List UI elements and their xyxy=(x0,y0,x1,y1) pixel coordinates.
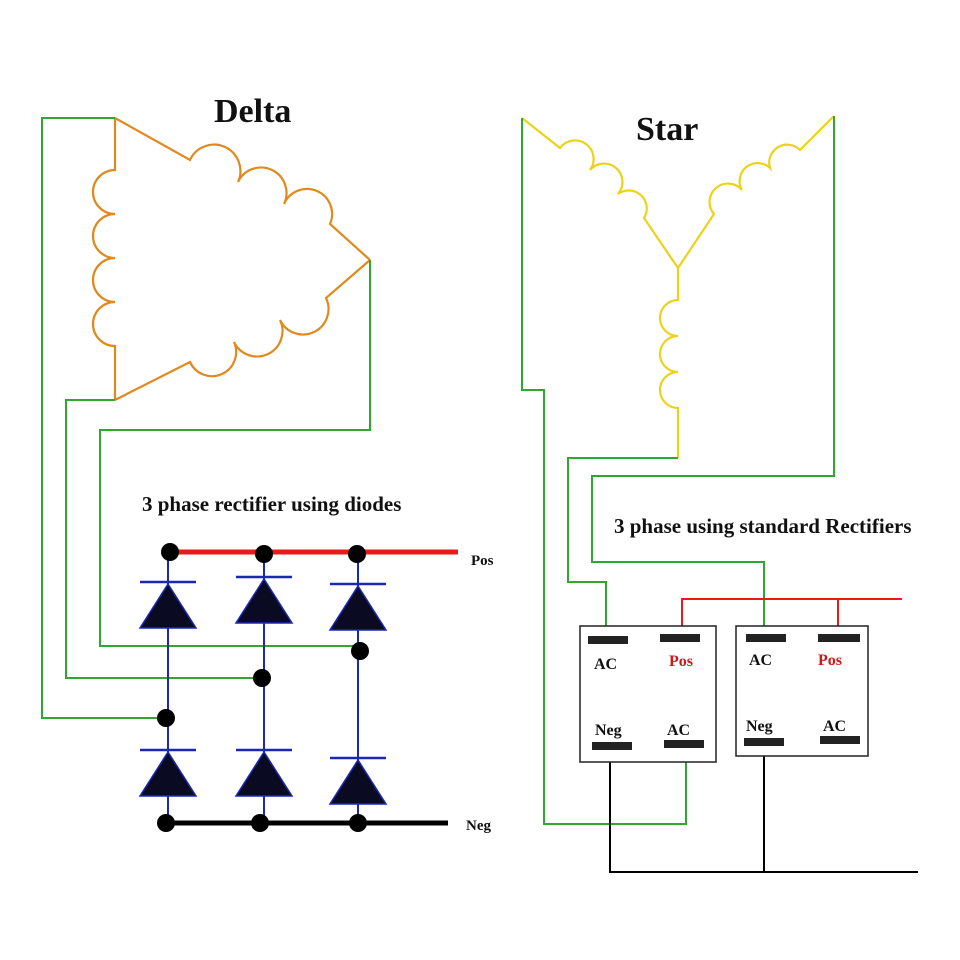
diode-top-2 xyxy=(234,575,294,624)
junction-pos-2 xyxy=(255,545,273,563)
delta-winding xyxy=(91,117,371,401)
delta-left-coil xyxy=(91,118,117,400)
diode-bottom-1 xyxy=(138,748,198,797)
delta-rectifier-caption: 3 phase rectifier using diodes xyxy=(142,492,401,516)
rect1-neg: Neg xyxy=(595,722,622,739)
rect1-ac-bottom: AC xyxy=(667,722,690,739)
delta-bottom-coil xyxy=(114,259,371,401)
rect1-ac-top: AC xyxy=(594,656,617,673)
junction-neg-1 xyxy=(157,814,175,832)
junction-pos-1 xyxy=(161,543,179,561)
rect2-pos: Pos xyxy=(818,652,842,669)
junction-ac-c xyxy=(351,642,369,660)
rect2-neg: Neg xyxy=(746,718,773,735)
star-wire-b xyxy=(567,457,678,636)
star-wire-a xyxy=(521,118,687,825)
rect2-ac-top: AC xyxy=(749,652,772,669)
star-title: Star xyxy=(636,111,698,148)
star-rectifier-caption: 3 phase using standard Rectifiers xyxy=(614,514,912,538)
diode-bridge xyxy=(138,543,458,832)
bridge-neg-label: Neg xyxy=(466,818,491,834)
diode-bottom-2 xyxy=(234,748,294,797)
star-bottom-coil xyxy=(658,268,680,458)
delta-wire-b xyxy=(65,399,262,679)
delta-wire-a xyxy=(41,117,166,719)
delta-title: Delta xyxy=(214,93,291,130)
diode-top-3 xyxy=(328,582,388,631)
diode-bottom-3 xyxy=(328,756,388,805)
junction-neg-2 xyxy=(251,814,269,832)
star-right-coil xyxy=(677,115,835,269)
junction-pos-3 xyxy=(348,545,366,563)
delta-wire-c xyxy=(99,260,371,647)
rect1-pos: Pos xyxy=(669,653,693,670)
junction-ac-a xyxy=(157,709,175,727)
star-neg-wires xyxy=(609,742,918,873)
star-wire-c xyxy=(591,116,835,636)
junction-neg-3 xyxy=(349,814,367,832)
rect2-ac-bottom: AC xyxy=(823,718,846,735)
delta-ac-wires xyxy=(41,117,371,719)
delta-top-coil xyxy=(114,117,371,261)
rectifier-block-2 xyxy=(735,625,869,757)
bridge-pos-label: Pos xyxy=(471,553,494,569)
star-ac-wires xyxy=(521,116,835,825)
star-pos-wire xyxy=(681,598,902,636)
diode-top-1 xyxy=(138,580,198,629)
junction-ac-b xyxy=(253,669,271,687)
star-left-coil xyxy=(521,117,679,269)
rectifier-block-1 xyxy=(579,625,717,763)
star-winding xyxy=(521,115,835,458)
